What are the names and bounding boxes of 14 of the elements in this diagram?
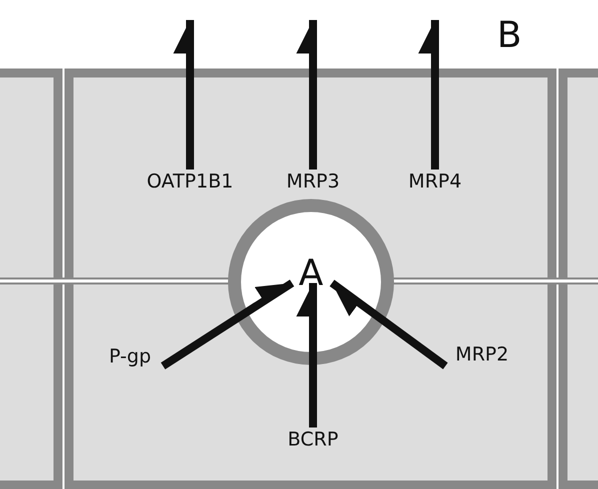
arrow bbox=[418, 20, 439, 170]
arrow bbox=[330, 280, 448, 370]
transporter-label: MRP4 bbox=[408, 172, 462, 192]
transporter-label: OATP1B1 bbox=[146, 172, 234, 192]
arrow bbox=[296, 283, 317, 428]
arrow bbox=[160, 280, 294, 370]
transporter-label: MRP3 bbox=[286, 172, 340, 192]
region-label: B bbox=[497, 18, 522, 54]
lumen-label: A bbox=[298, 256, 324, 292]
transporter-label: P-gp bbox=[108, 348, 152, 366]
arrow bbox=[173, 20, 194, 170]
transporter-label: MRP2 bbox=[455, 346, 509, 364]
transporter-label: BCRP bbox=[288, 430, 338, 450]
arrow bbox=[296, 20, 317, 170]
